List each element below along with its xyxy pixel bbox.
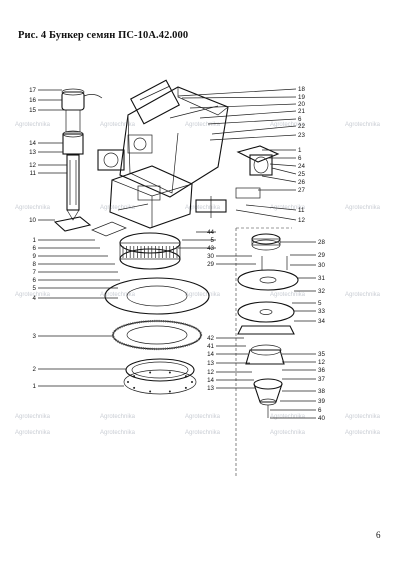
callout-number: 10	[29, 217, 36, 224]
callout-number: 14	[207, 351, 214, 358]
callout-number: 6	[318, 407, 322, 414]
callout-number: 44	[207, 229, 214, 236]
motor-assembly-drawing	[53, 88, 103, 232]
callout-number: 33	[318, 308, 325, 315]
callout-number: 43	[207, 245, 214, 252]
callout-number: 2	[33, 366, 37, 373]
callout-number: 39	[318, 398, 325, 405]
watermark-text: Agrotechnika	[185, 122, 221, 128]
distributor-disc-stack-drawing	[104, 232, 210, 395]
callout-number: 22	[298, 123, 305, 130]
hopper-body-drawing	[91, 79, 280, 237]
figure-title: Рис. 4 Бункер семян ПС-10А.42.000	[18, 30, 189, 41]
callout-number: 15	[29, 107, 36, 114]
watermark-text: Agrotechnika	[185, 205, 221, 211]
callout-number: 19	[298, 94, 305, 101]
callout-number: 7	[33, 269, 37, 276]
callout-number: 1	[33, 383, 37, 390]
callout-number: 20	[298, 101, 305, 108]
callout-number: 14	[29, 140, 36, 147]
watermark-text: Agrotechnika	[270, 430, 306, 436]
callout-number: 29	[318, 252, 325, 259]
callout-number: 1	[33, 237, 37, 244]
callout-number: 12	[298, 217, 305, 224]
callout-number: 41	[207, 343, 214, 350]
callout-number: 13	[207, 385, 214, 392]
callout-number: 38	[318, 388, 325, 395]
callout-number: 12	[29, 162, 36, 169]
callout-number: 29	[207, 261, 214, 268]
watermark-text: Agrotechnika	[185, 414, 221, 420]
callout-number: 9	[33, 253, 37, 260]
watermark-text: Agrotechnika	[270, 292, 306, 298]
callout-number: 13	[29, 149, 36, 156]
callout-number: 42	[207, 335, 214, 342]
watermark-text: Agrotechnika	[185, 292, 221, 298]
callout-number: 6	[33, 245, 37, 252]
callout-number: 31	[318, 275, 325, 282]
callout-number: 34	[318, 318, 325, 325]
callout-number: 17	[29, 87, 36, 94]
callout-number: 6	[298, 155, 302, 162]
callout-number: 32	[318, 288, 325, 295]
callout-number: 35	[318, 351, 325, 358]
callout-number: 13	[207, 360, 214, 367]
callout-number: 18	[298, 86, 305, 93]
callout-labels: 1716151413121110169876543211819202162223…	[29, 86, 325, 422]
watermark-text: Agrotechnika	[345, 205, 381, 211]
callout-number: 28	[318, 239, 325, 246]
callout-number: 26	[298, 179, 305, 186]
callout-number: 37	[318, 376, 325, 383]
callout-number: 8	[33, 261, 37, 268]
page-number: 6	[376, 530, 381, 540]
watermark-text: Agrotechnika	[345, 122, 381, 128]
callout-number: 1	[298, 147, 302, 154]
callout-number: 30	[207, 253, 214, 260]
callout-number: 11	[30, 170, 37, 177]
valve-assembly-drawing	[235, 227, 299, 478]
watermark-text: Agrotechnika	[100, 205, 136, 211]
watermark-text: Agrotechnika	[100, 430, 136, 436]
callout-number: 12	[207, 369, 214, 376]
watermark-text: Agrotechnika	[185, 430, 221, 436]
callout-number: 5	[318, 300, 322, 307]
watermark-text: Agrotechnika	[15, 430, 51, 436]
watermark-text: Agrotechnika	[15, 205, 51, 211]
callout-number: 16	[29, 97, 36, 104]
watermark-text: Agrotechnika	[100, 414, 136, 420]
callout-number: 23	[298, 132, 305, 139]
watermark-text: Agrotechnika	[345, 430, 381, 436]
callout-number: 36	[318, 367, 325, 374]
callout-leaders	[38, 88, 316, 419]
callout-number: 25	[298, 171, 305, 178]
callout-number: 4	[33, 295, 37, 302]
callout-number: 11	[298, 207, 305, 214]
callout-number: 12	[318, 359, 325, 366]
callout-number: 27	[298, 187, 305, 194]
watermark-text: Agrotechnika	[100, 292, 136, 298]
watermark-text: Agrotechnika	[270, 205, 306, 211]
callout-number: 3	[33, 333, 37, 340]
callout-number: 6	[298, 116, 302, 123]
callout-number: 24	[298, 163, 305, 170]
watermark-text: Agrotechnika	[270, 122, 306, 128]
callout-number: 40	[318, 415, 325, 422]
callout-number: 21	[298, 108, 305, 115]
watermark-text: Agrotechnika	[270, 414, 306, 420]
watermark-text: Agrotechnika	[345, 292, 381, 298]
watermark-text: Agrotechnika	[15, 292, 51, 298]
watermark-text: Agrotechnika	[15, 122, 51, 128]
callout-number: 5	[211, 237, 215, 244]
callout-number: 5	[33, 285, 37, 292]
watermark-text: Agrotechnika	[345, 414, 381, 420]
callout-number: 30	[318, 262, 325, 269]
watermark-text: Agrotechnika	[100, 122, 136, 128]
watermark-text: Agrotechnika	[15, 414, 51, 420]
callout-number: 6	[33, 277, 37, 284]
callout-number: 14	[207, 377, 214, 384]
